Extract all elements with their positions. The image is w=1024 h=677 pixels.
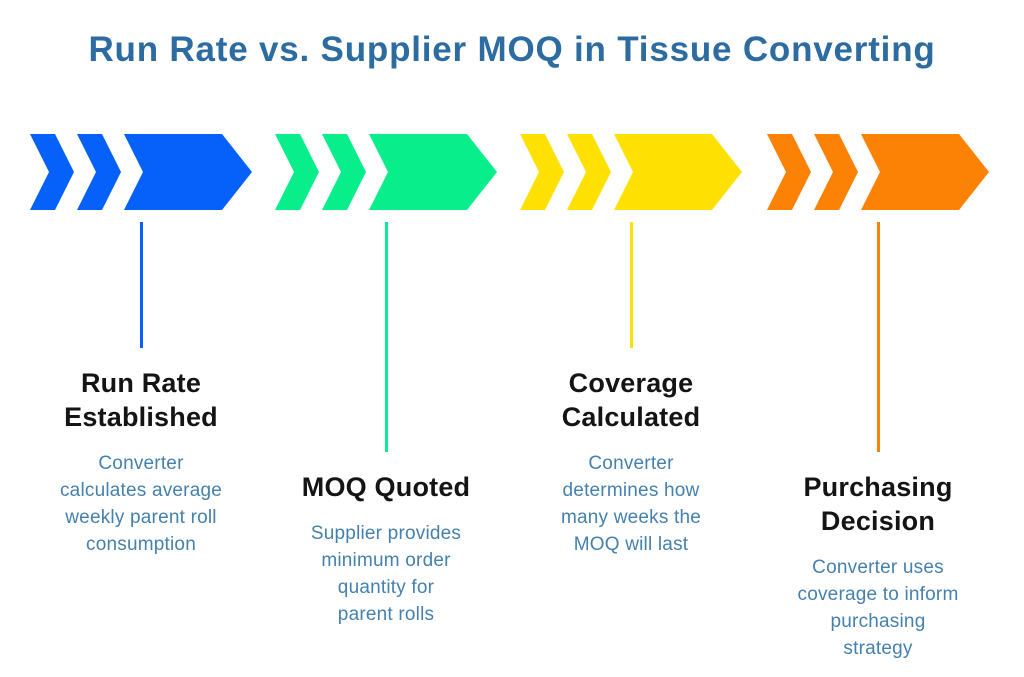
step-description: Converter uses coverage to inform purcha… (797, 557, 959, 659)
step-column-moq-quoted: MOQ Quoted Supplier provides minimum ord… (275, 134, 497, 628)
step-text: MOQ Quoted Supplier provides minimum ord… (275, 452, 497, 628)
chevron-icon (77, 134, 121, 210)
step-text: Coverage Calculated Converter determines… (520, 348, 742, 558)
chevron-icon (275, 134, 319, 210)
step-column-run-rate: Run Rate Established Converter calculate… (30, 134, 252, 558)
triple-chevron-arrow-icon (767, 134, 989, 210)
chevron-icon (814, 134, 858, 210)
step-description: Converter calculates average weekly pare… (59, 453, 223, 555)
step-column-purchasing-decision: Purchasing Decision Converter uses cover… (767, 134, 989, 662)
step-heading: Run Rate Established (64, 368, 218, 432)
chevron-icon (520, 134, 564, 210)
triple-chevron-arrow-icon (520, 134, 742, 210)
chevron-icon (30, 134, 74, 210)
arrow-banner-icon (861, 134, 989, 210)
step-heading: Coverage Calculated (561, 368, 701, 432)
arrow-banner-icon (369, 134, 497, 210)
connector-line (876, 222, 880, 452)
arrow-banner-icon (614, 134, 742, 210)
step-column-coverage-calculated: Coverage Calculated Converter determines… (520, 134, 742, 558)
step-text: Purchasing Decision Converter uses cover… (767, 452, 989, 662)
chevron-icon (567, 134, 611, 210)
step-heading: Purchasing Decision (803, 472, 953, 536)
arrow-banner-icon (124, 134, 252, 210)
triple-chevron-arrow-icon (30, 134, 252, 210)
page-title: Run Rate vs. Supplier MOQ in Tissue Conv… (88, 30, 936, 69)
chevron-icon (767, 134, 811, 210)
connector-line (629, 222, 633, 348)
step-description: Supplier provides minimum order quantity… (310, 523, 462, 625)
step-heading: MOQ Quoted (301, 472, 471, 502)
connector-line (384, 222, 388, 452)
step-description: Converter determines how many weeks the … (560, 453, 702, 555)
connector-line (139, 222, 143, 348)
chevron-icon (322, 134, 366, 210)
triple-chevron-arrow-icon (275, 134, 497, 210)
step-text: Run Rate Established Converter calculate… (30, 348, 252, 558)
